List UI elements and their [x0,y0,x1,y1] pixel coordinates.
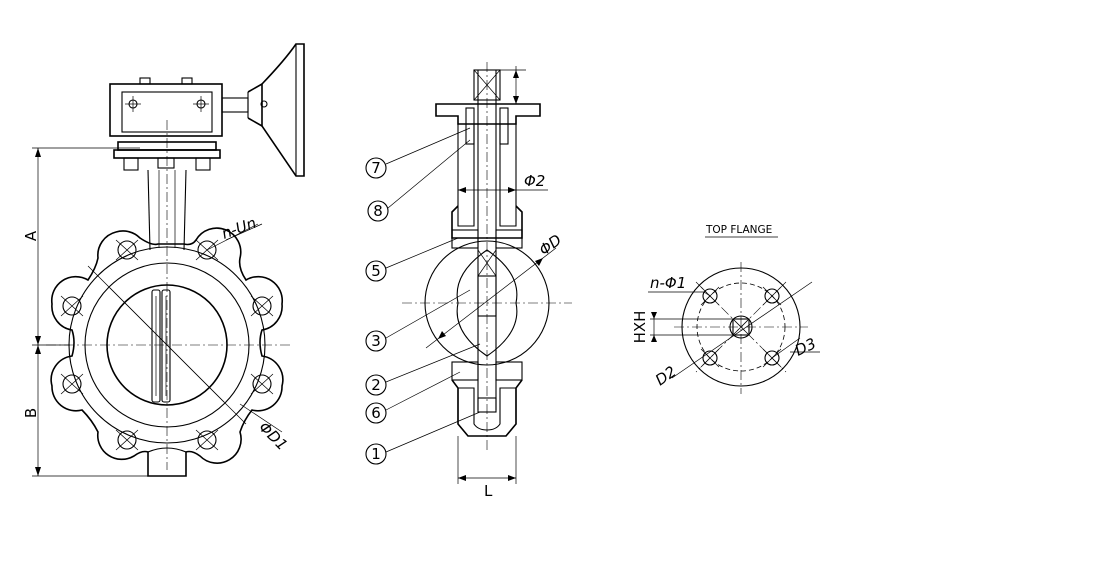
dim-d-label: ΦD [536,231,565,259]
valve-neck [147,169,187,251]
dim-n-un-label: n-Un [219,214,258,243]
dim-2-label: Φ2 [524,172,545,190]
top-flange-view: TOP FLANGE n-Φ1 [631,224,820,394]
top-flange-section [435,103,541,125]
part-5: 5 [371,262,381,280]
dim-d2-label: D2 [652,362,680,389]
lug-body [46,120,290,477]
gearbox [109,43,305,177]
part-1: 1 [371,445,381,463]
lug-holes [62,240,272,450]
part-6: 6 [371,404,381,422]
dim-l-label: L [484,482,493,500]
dim-a-b [32,147,148,477]
dim-d3-label: D3 [792,334,819,359]
flange-holes [702,288,780,366]
handwheel [261,43,305,177]
part-3: 3 [371,332,381,350]
part-2: 2 [371,376,381,394]
dim-n-d1-label: n-Φ1 [650,274,686,292]
dim-hxh-label: HXH [631,311,649,344]
dim-d1-label: ΦD1 [255,418,291,454]
part-callouts: 7 8 5 3 2 6 1 [365,127,481,465]
dim-b-label: B [22,408,40,418]
front-view: A B n-Un ΦD1 [22,43,305,477]
part-8: 8 [373,202,383,220]
section-view: Φ2 ΦD L 7 8 5 3 2 [365,62,572,500]
top-flange-title: TOP FLANGE [705,224,772,236]
dim-a-label: A [22,230,40,241]
part-7: 7 [371,159,381,177]
handwheel-hub [247,82,263,128]
